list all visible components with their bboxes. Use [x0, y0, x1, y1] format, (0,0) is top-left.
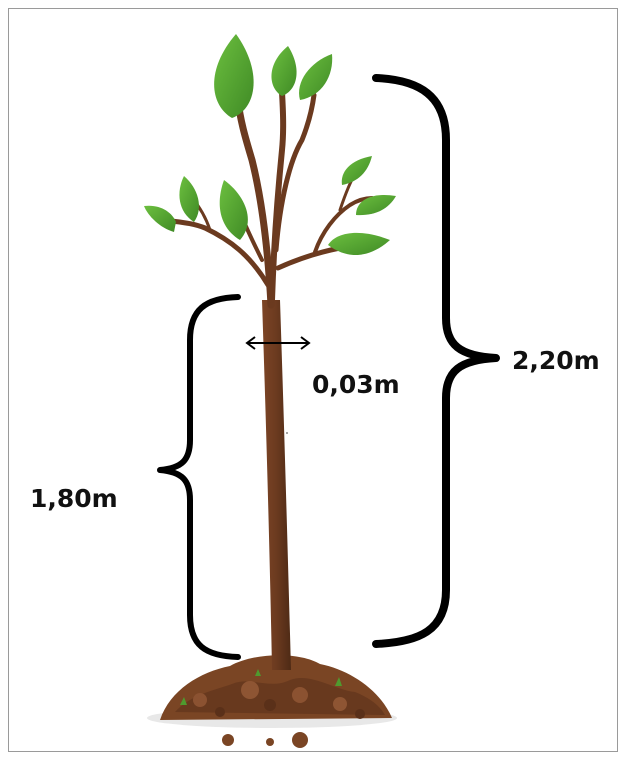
leaf: [220, 180, 248, 240]
leaf: [299, 54, 332, 100]
total-height-label: 2,20m: [512, 346, 600, 375]
tree-trunk: [262, 300, 291, 670]
trunk-height-label: 1,80m: [30, 484, 118, 513]
leaf: [214, 34, 253, 118]
leaf: [179, 176, 199, 222]
leaf: [271, 46, 296, 96]
leaf: [144, 206, 176, 232]
trunk-diameter-label: 0,03m: [312, 370, 400, 399]
leaf: [342, 156, 372, 185]
right-brace: [376, 78, 496, 644]
left-brace: [160, 297, 238, 657]
leaf: [328, 233, 390, 255]
